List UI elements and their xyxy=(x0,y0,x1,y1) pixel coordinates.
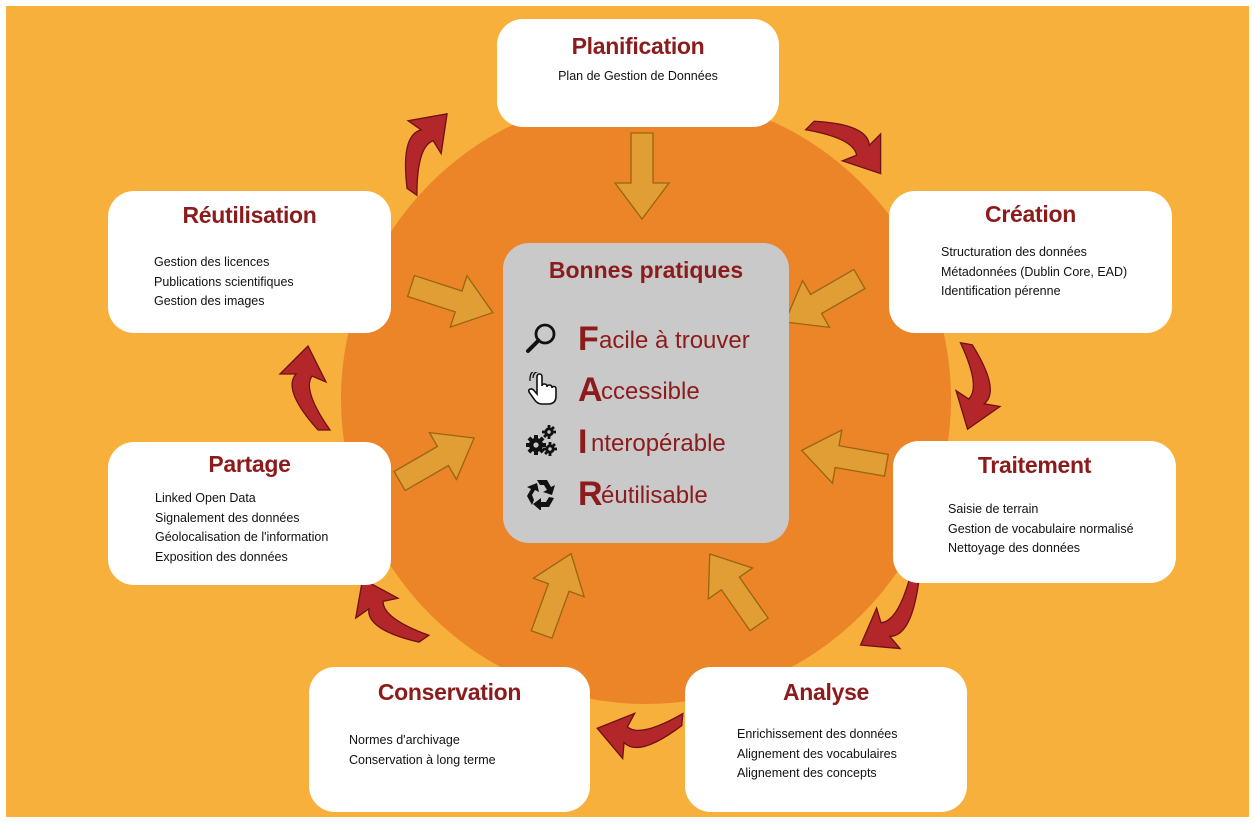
stage-line-traitement: Gestion de vocabulaire normalisé xyxy=(948,521,1134,536)
fair-text-accessible: ccessible xyxy=(601,378,700,405)
stage-line-traitement: Nettoyage des données xyxy=(948,541,1081,555)
stage-card-planification: Planification Plan de Gestion de Données xyxy=(497,19,779,127)
stage-line-analyse: Alignement des concepts xyxy=(737,766,877,780)
stage-line-planification: Plan de Gestion de Données xyxy=(558,69,718,83)
stage-title-analyse: Analyse xyxy=(782,679,870,705)
stage-line-traitement: Saisie de terrain xyxy=(948,502,1039,516)
stage-line-creation: Métadonnées (Dublin Core, EAD) xyxy=(941,264,1128,279)
stage-line-reutilisation: Gestion des licences xyxy=(154,255,270,269)
stage-line-conservation: Conservation à long terme xyxy=(349,752,496,767)
stage-title-planification: Planification xyxy=(571,33,705,59)
stage-title-partage: Partage xyxy=(208,451,291,477)
stage-line-analyse: Enrichissement des données xyxy=(737,727,898,741)
stage-line-partage: Signalement des données xyxy=(155,510,300,525)
fair-text-findable: acile à trouver xyxy=(599,327,750,354)
stage-line-reutilisation: Publications scientifiques xyxy=(154,274,294,289)
cycle-arrow xyxy=(279,345,331,431)
cycle-arrow xyxy=(594,705,684,765)
stage-title-traitement: Traitement xyxy=(977,452,1092,478)
fair-principles-box: Bonnes pratiques F acile à trouver A cce… xyxy=(503,243,789,543)
stage-line-creation: Identification pérenne xyxy=(941,284,1061,298)
stage-line-partage: Géolocalisation de l'information xyxy=(155,530,329,544)
fair-letter-f: F xyxy=(578,320,599,358)
cycle-arrow xyxy=(945,342,1011,435)
stage-line-partage: Exposition des données xyxy=(155,549,288,564)
stage-line-creation: Structuration des données xyxy=(941,245,1087,259)
stage-line-reutilisation: Gestion des images xyxy=(154,294,265,308)
stage-list-planification: Plan de Gestion de Données xyxy=(497,67,779,87)
gears-icon xyxy=(526,425,557,456)
fair-letter-a: A xyxy=(578,371,603,409)
stage-title-creation: Création xyxy=(985,201,1076,227)
stage-title-reutilisation: Réutilisation xyxy=(182,202,317,228)
fair-text-interoperable: nteropérable xyxy=(591,430,726,457)
stage-line-analyse: Alignement des vocabulaires xyxy=(737,746,897,761)
fair-letter-r: R xyxy=(578,475,603,513)
fair-letter-i: I xyxy=(578,423,588,461)
stage-line-conservation: Normes d'archivage xyxy=(349,733,460,747)
stage-line-partage: Linked Open Data xyxy=(155,491,256,505)
fair-title: Bonnes pratiques xyxy=(548,257,744,283)
fair-text-reusable: éutilisable xyxy=(601,482,708,509)
stage-title-conservation: Conservation xyxy=(377,679,522,705)
magnifier-icon xyxy=(526,323,556,353)
recycle-icon xyxy=(527,480,555,510)
hand-pointer-icon xyxy=(527,372,557,405)
